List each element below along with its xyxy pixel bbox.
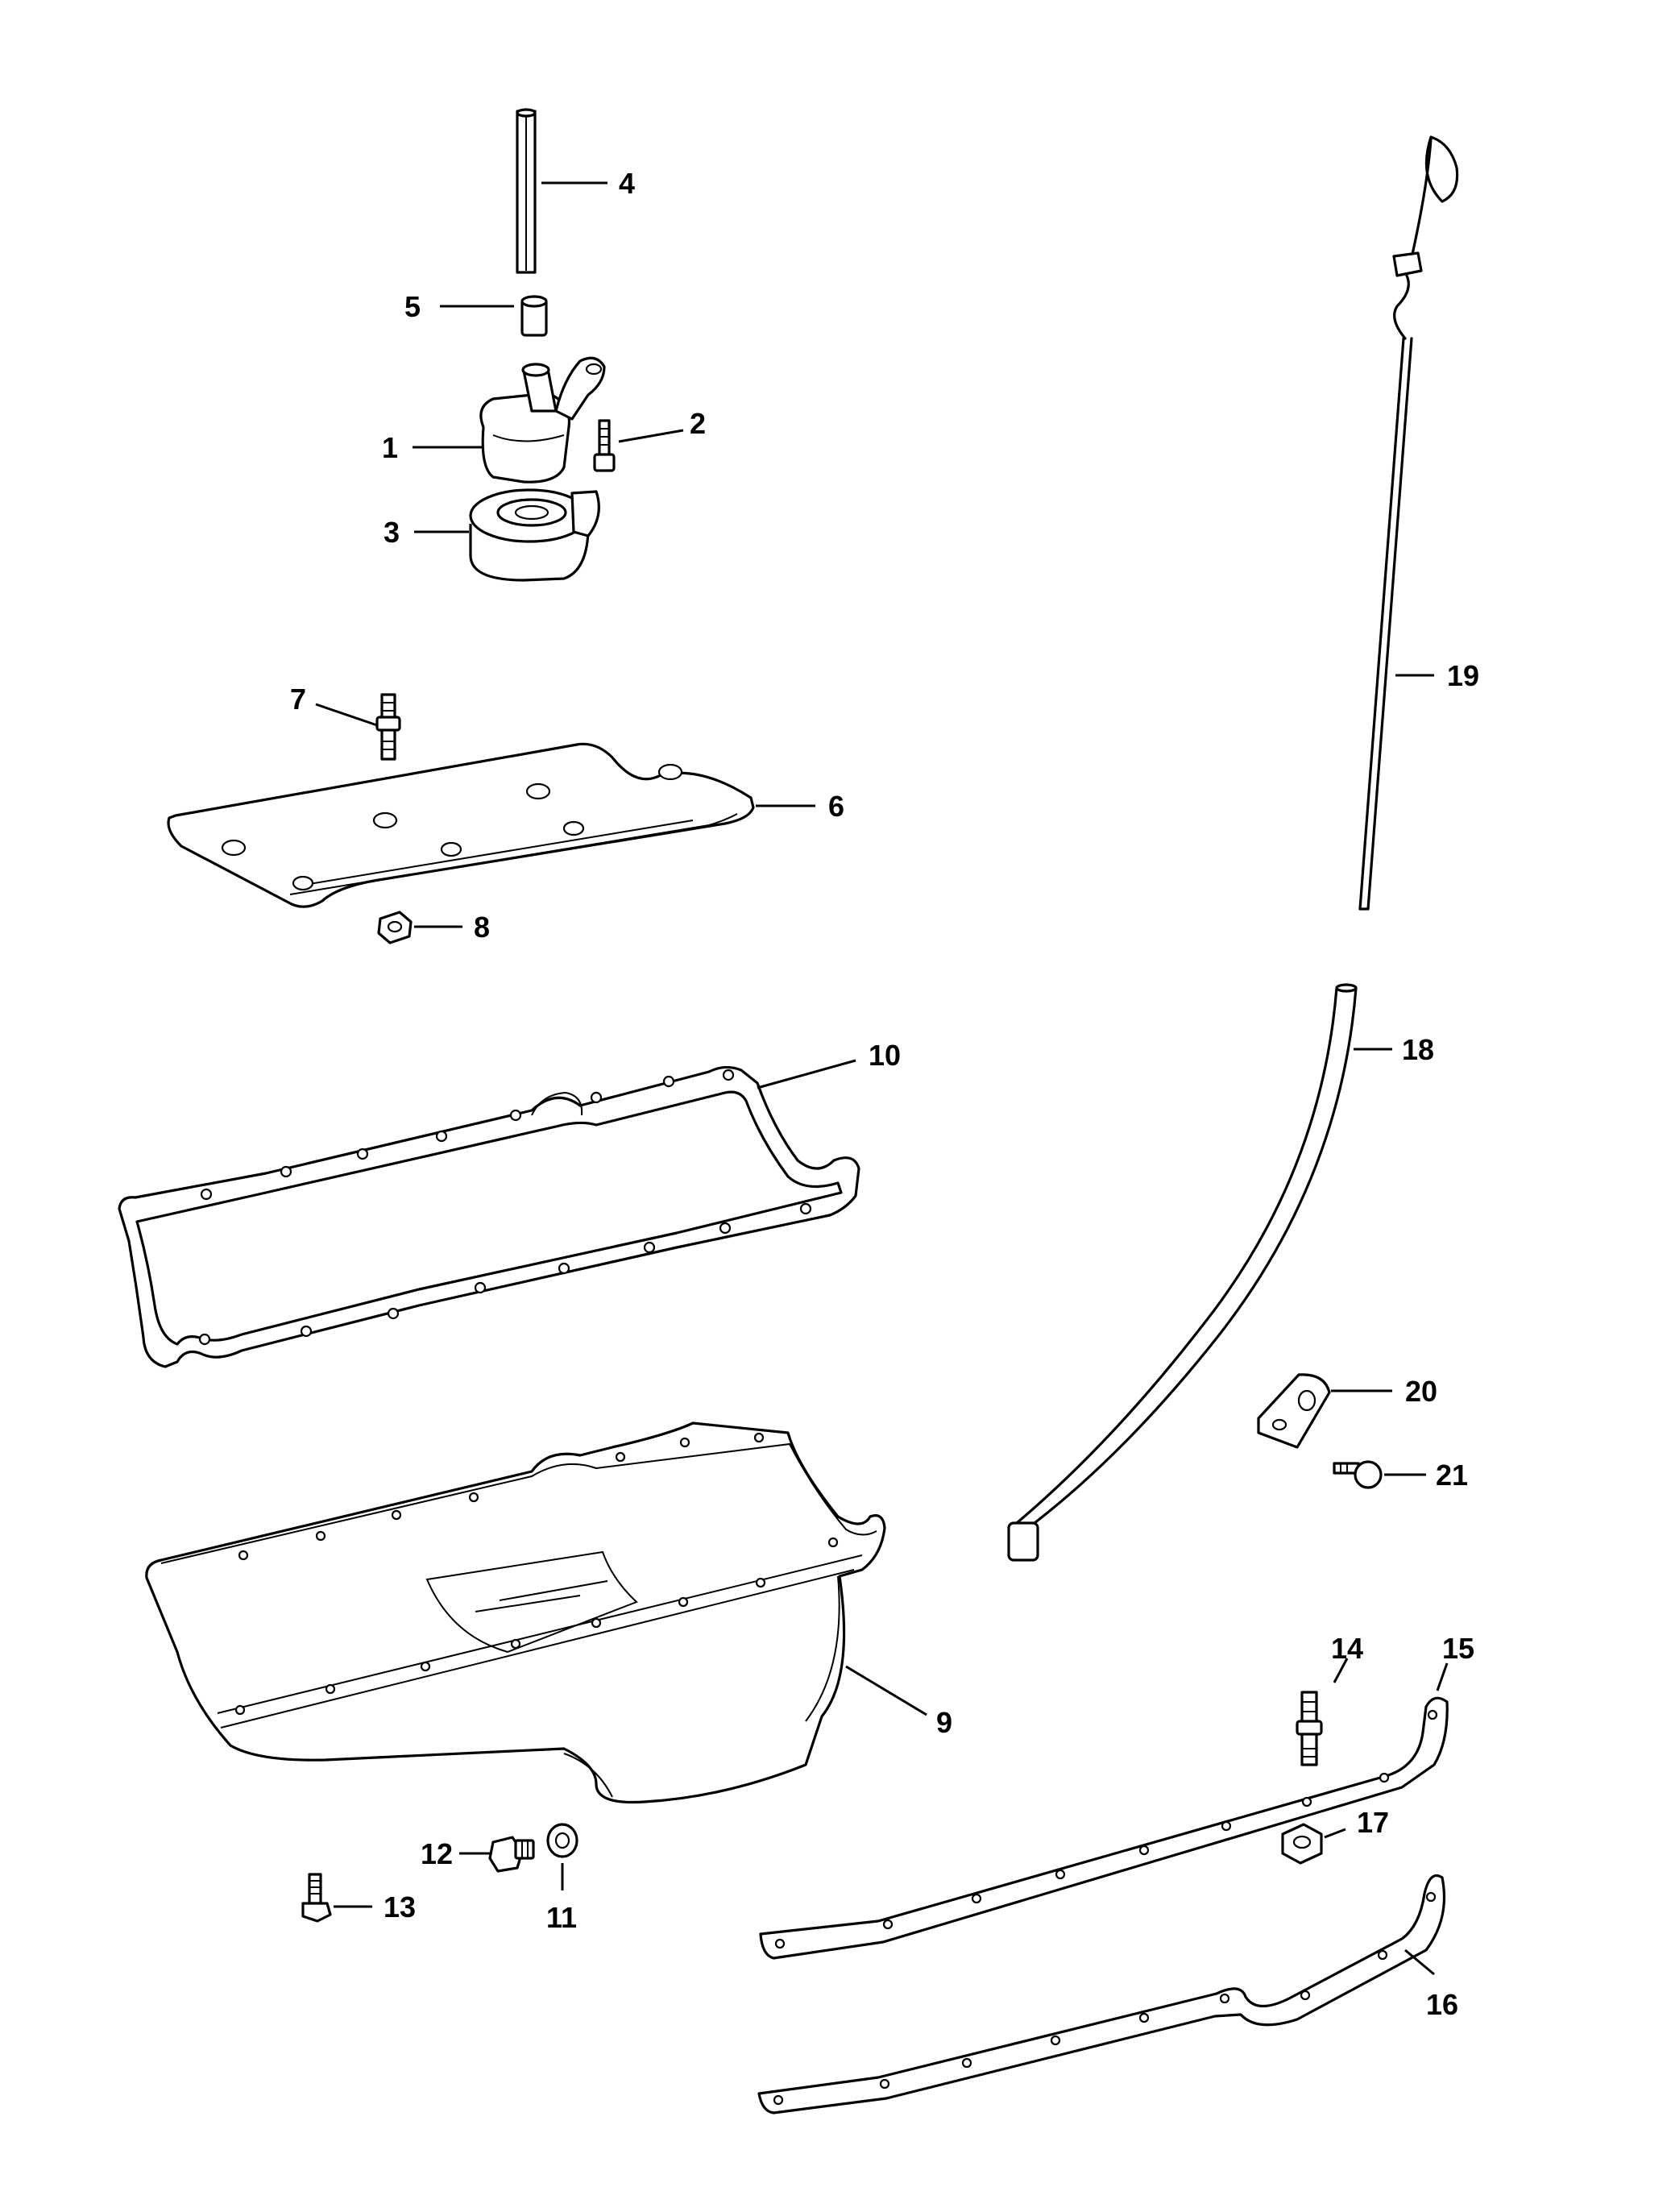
callout-18: 18 (1402, 1033, 1434, 1066)
leader-14 (1333, 1658, 1349, 1683)
part-13-bolt (301, 1873, 332, 1923)
part-16-side-gasket (757, 1874, 1446, 2114)
part-7-stud (375, 693, 401, 761)
side-gasket-16-holes (773, 1891, 1437, 2106)
callout-8: 8 (474, 911, 490, 944)
callout-20: 20 (1405, 1375, 1437, 1408)
callout-3: 3 (384, 516, 400, 549)
part-8-nut (377, 911, 413, 944)
part-1-oil-pump (479, 356, 606, 483)
callout-15: 15 (1442, 1632, 1474, 1665)
part-4-shaft (516, 108, 537, 274)
callout-21: 21 (1436, 1459, 1468, 1492)
leader-7 (315, 703, 378, 727)
part-20-clip (1257, 1373, 1331, 1449)
windage-tray-holes (221, 763, 683, 891)
part-3-pickup-screen (469, 488, 600, 582)
callout-1: 1 (382, 431, 398, 464)
leader-15 (1436, 1662, 1449, 1691)
pan-gasket-holes (198, 1069, 812, 1346)
leader-2 (618, 429, 684, 443)
oil-pan-holes (234, 1432, 839, 1716)
part-15-side-gasket (759, 1696, 1449, 1960)
callout-13: 13 (384, 1890, 416, 1924)
part-14-stud (1296, 1691, 1323, 1766)
callout-12: 12 (421, 1837, 453, 1870)
part-9-oil-pan (145, 1421, 886, 1804)
part-2-bolt (593, 419, 616, 472)
callout-9: 9 (936, 1706, 952, 1739)
callout-4: 4 (619, 167, 635, 200)
leader-10 (757, 1059, 856, 1089)
callout-6: 6 (828, 790, 844, 823)
callout-19: 19 (1447, 659, 1479, 692)
callout-10: 10 (869, 1039, 901, 1072)
callout-14: 14 (1331, 1632, 1363, 1665)
leader-9 (845, 1665, 927, 1716)
part-6-windage-tray (167, 742, 755, 908)
leader-16 (1404, 1948, 1435, 1976)
part-19-dipstick (1358, 135, 1459, 911)
part-12-drain-plug (488, 1836, 535, 1873)
part-18-dipstick-tube (1007, 983, 1358, 1562)
part-11-washer (546, 1823, 578, 1858)
callout-11: 11 (546, 1901, 577, 1934)
part-17-nut (1281, 1823, 1323, 1865)
part-5-sleeve (520, 295, 548, 337)
callout-5: 5 (404, 290, 421, 323)
part-10-pan-gasket (118, 1065, 860, 1368)
callout-7: 7 (290, 683, 306, 716)
callout-2: 2 (690, 407, 706, 440)
callout-17: 17 (1357, 1806, 1389, 1839)
callout-16: 16 (1426, 1988, 1458, 2021)
side-gasket-holes (774, 1709, 1438, 1949)
part-21-screw (1333, 1460, 1383, 1489)
leader-17 (1324, 1828, 1346, 1839)
